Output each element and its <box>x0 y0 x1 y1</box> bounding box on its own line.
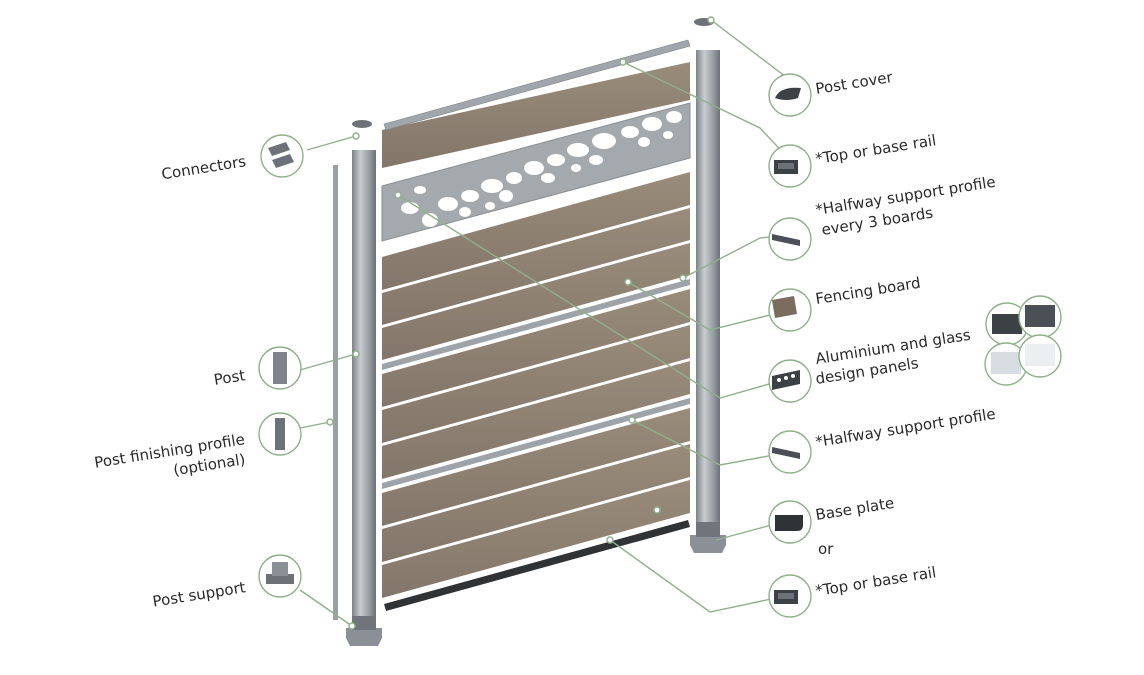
design-panel-variants <box>984 295 1062 386</box>
fencing-board <box>382 361 690 479</box>
top-rail <box>383 39 691 131</box>
base-plate-icon <box>768 500 812 544</box>
halfway-profile-icon <box>768 217 812 261</box>
post-finishing-profile <box>333 165 338 620</box>
design-panel-icon <box>768 359 812 403</box>
fencing-board <box>382 172 690 290</box>
fencing-board <box>382 243 690 360</box>
posts <box>333 18 726 646</box>
fencing-board <box>382 208 690 325</box>
post-support-left <box>346 628 382 646</box>
halfway-support-icon <box>768 430 812 474</box>
post-finishing-profile-icon <box>258 412 302 456</box>
post-cover-icon <box>768 73 812 117</box>
post-right <box>696 50 720 540</box>
fencing-board-icon <box>768 288 812 332</box>
post-cover-left <box>352 120 372 128</box>
leader-dots <box>326 16 715 630</box>
left-icons <box>258 134 304 598</box>
post-left <box>352 150 376 635</box>
halfway-profile <box>382 279 690 370</box>
right-icons <box>768 73 812 618</box>
base-plate-right <box>690 535 726 553</box>
halfway-profile <box>382 398 690 489</box>
design-panel-pattern <box>401 111 682 227</box>
connectors-icon <box>260 134 304 178</box>
fencing-board <box>382 325 690 443</box>
top-rail-icon <box>768 144 812 188</box>
fencing-board <box>382 444 690 562</box>
base-rail-icon <box>768 574 812 618</box>
fencing-board <box>382 62 690 168</box>
fencing-board <box>382 289 690 407</box>
post-support-icon <box>258 554 302 598</box>
post-icon <box>258 346 302 390</box>
fencing-board <box>382 480 690 598</box>
fencing-board <box>382 408 690 526</box>
label-or: or <box>818 540 834 558</box>
